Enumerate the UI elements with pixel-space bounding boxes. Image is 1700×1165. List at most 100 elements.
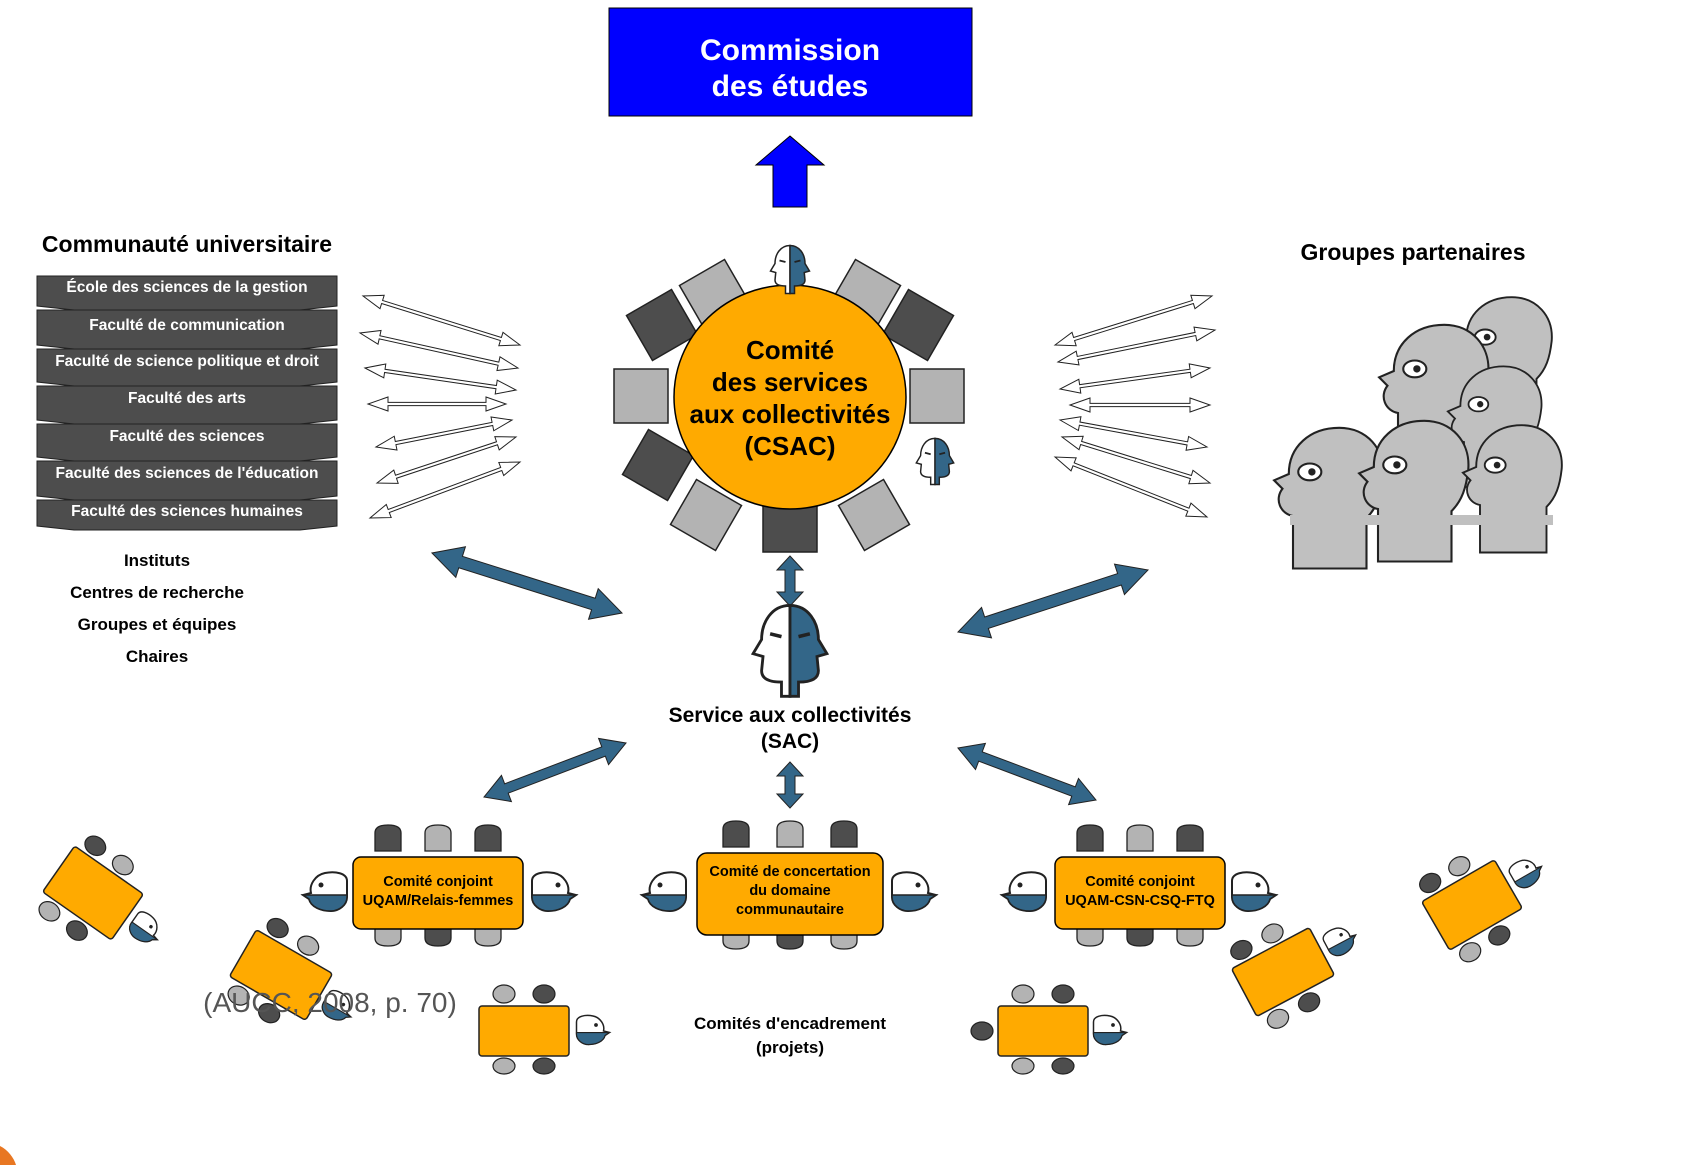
chair — [38, 901, 61, 922]
chair — [613, 368, 669, 424]
chair — [84, 835, 107, 857]
double-arrow — [368, 461, 522, 519]
faculty-label: École des sciences de la gestion — [66, 279, 307, 296]
small-table-group — [227, 917, 360, 1028]
double-arrow — [358, 329, 520, 372]
chair — [776, 820, 804, 848]
chair — [374, 824, 402, 852]
small-table-group — [38, 835, 168, 950]
chair — [65, 920, 88, 941]
chair — [1297, 992, 1321, 1013]
chair — [1266, 1008, 1290, 1029]
thick-double-arrow — [775, 761, 805, 809]
chair — [909, 368, 965, 424]
thick-double-arrow — [430, 546, 624, 620]
small-table — [229, 929, 333, 1021]
double-arrow — [375, 436, 518, 484]
committee-relais-label-line2: UQAM/Relais-femmes — [363, 893, 514, 909]
chair — [111, 854, 134, 876]
committee-concertation-label-line1: Comité de concertation — [709, 864, 870, 880]
chair — [424, 824, 452, 852]
sac-label-line1: Service aux collectivités — [669, 704, 912, 727]
faculty-label: Faculté des arts — [128, 390, 246, 407]
committee-member-head-icon — [891, 871, 937, 912]
unit-item: Instituts — [124, 551, 190, 570]
thick-double-arrow — [956, 563, 1150, 639]
chair — [722, 820, 750, 848]
committee-member-head-icon — [1001, 871, 1047, 912]
committee-concertation-label-line3: communautaire — [736, 902, 844, 918]
csac-label-line1: Comité — [746, 335, 834, 365]
csac-table — [673, 284, 907, 510]
chair — [1051, 984, 1075, 1004]
thick-double-arrow — [483, 737, 627, 803]
csac-label-line4: (CSAC) — [745, 431, 836, 461]
double-arrow — [1058, 363, 1212, 394]
csac-chairs — [613, 258, 965, 553]
chair — [1459, 942, 1482, 963]
chair — [1011, 984, 1035, 1004]
chair — [1076, 824, 1104, 852]
double-arrow — [1068, 397, 1212, 413]
csac-label-line2: des services — [712, 367, 868, 397]
double-arrow — [366, 396, 508, 412]
chair — [1261, 923, 1284, 944]
up-arrow — [754, 135, 826, 208]
double-arrow — [1058, 416, 1209, 451]
committee-syndical-label-line2: UQAM-CSN-CSQ-FTQ — [1065, 893, 1215, 909]
chair — [1011, 1057, 1035, 1075]
chair — [621, 428, 695, 502]
chair — [970, 1021, 994, 1041]
chair — [266, 917, 289, 939]
chair — [1126, 824, 1154, 852]
chair — [830, 820, 858, 848]
sac-label-line2: (SAC) — [761, 730, 819, 753]
small-table — [1421, 860, 1523, 950]
chair — [1488, 925, 1511, 946]
chair — [296, 935, 320, 956]
faculty-bar — [36, 499, 338, 531]
commission-label-line2: des études — [712, 70, 869, 103]
chair — [881, 288, 955, 362]
csac-member-head-icon — [915, 437, 955, 486]
faculty-label: Faculté de science politique et droit — [55, 353, 319, 370]
chair — [492, 1057, 516, 1075]
thick-double-arrow — [775, 555, 805, 607]
double-arrow — [374, 416, 514, 451]
chair — [532, 984, 556, 1004]
double-arrow — [1056, 326, 1217, 366]
encadrement-label-line1: Comités d'encadrement — [694, 1014, 886, 1033]
small-table — [42, 846, 144, 940]
committee-member-head-icon — [302, 871, 348, 912]
double-arrow — [361, 294, 522, 347]
faculty-list: École des sciences de la gestionFaculté … — [36, 275, 338, 531]
encadrement-label-line2: (projets) — [756, 1038, 824, 1057]
faculty-label: Faculté des sciences de l'éducation — [56, 465, 319, 482]
chair — [837, 478, 911, 552]
committee-relais-table — [352, 856, 524, 930]
double-arrow — [1053, 294, 1214, 347]
chair — [492, 984, 516, 1004]
small-table — [478, 1005, 570, 1057]
chair — [532, 1057, 556, 1075]
chair — [474, 824, 502, 852]
corner-decoration — [0, 1146, 16, 1165]
double-arrow — [1053, 456, 1209, 518]
committee-syndical-table — [1054, 856, 1226, 930]
committee-member-head-icon — [1506, 852, 1548, 893]
chair — [257, 1003, 281, 1024]
committee-member-head-icon — [1092, 1014, 1128, 1046]
supervision-committee-tables — [38, 835, 1548, 1075]
committee-relais-label-line1: Comité conjoint — [383, 874, 493, 890]
chair — [669, 478, 743, 552]
faculty-link-arrows — [358, 294, 522, 519]
sac-head-icon — [751, 603, 829, 699]
committee-member-head-icon — [1320, 920, 1362, 961]
small-table — [997, 1005, 1089, 1057]
chair — [1176, 824, 1204, 852]
citation: (AUCC, 2008, p. 70) — [203, 987, 457, 1018]
commission-box — [608, 7, 973, 117]
committee-member-head-icon — [124, 908, 168, 950]
small-table-group — [1230, 920, 1362, 1029]
unit-item: Groupes et équipes — [78, 615, 237, 634]
